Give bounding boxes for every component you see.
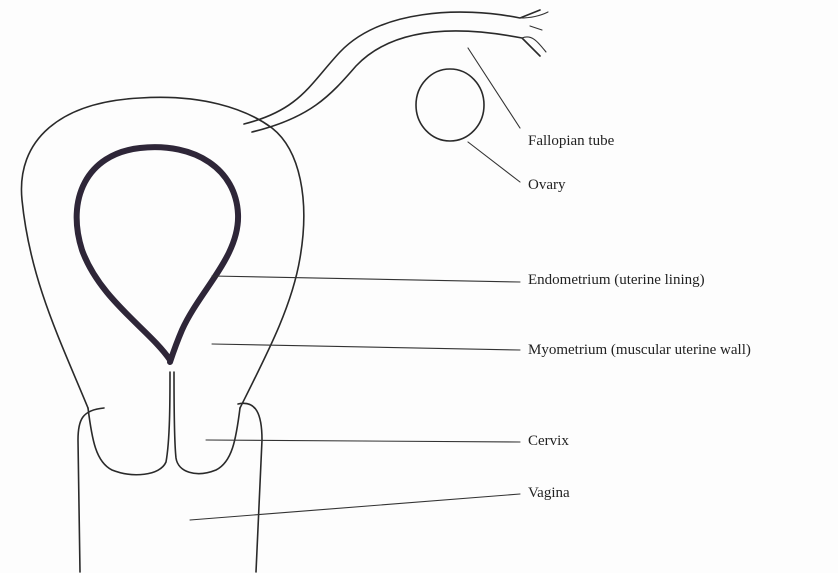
uterus-outline [21, 97, 303, 408]
cervix-outline-right [174, 372, 240, 474]
vagina-leader [190, 494, 520, 520]
fallopian-tube-lower [252, 31, 540, 132]
fimbriae [520, 12, 548, 52]
fallopian-tube [244, 10, 540, 124]
label-fallopian-tube: Fallopian tube [528, 133, 614, 150]
label-vagina: Vagina [528, 485, 570, 502]
cervix-outline [88, 372, 170, 475]
cervix-leader [206, 440, 520, 442]
label-endometrium: Endometrium (uterine lining) [528, 272, 705, 289]
endometrium-lining [77, 147, 238, 362]
ovary-shape [416, 69, 484, 141]
myometrium-leader [212, 344, 520, 350]
label-cervix: Cervix [528, 433, 569, 450]
fallopian-tube-leader [468, 48, 520, 128]
label-ovary: Ovary [528, 177, 566, 194]
vagina-outline-right [238, 403, 262, 572]
endometrium-leader [212, 276, 520, 282]
label-myometrium: Myometrium (muscular uterine wall) [528, 342, 751, 359]
ovary-leader [468, 142, 520, 182]
